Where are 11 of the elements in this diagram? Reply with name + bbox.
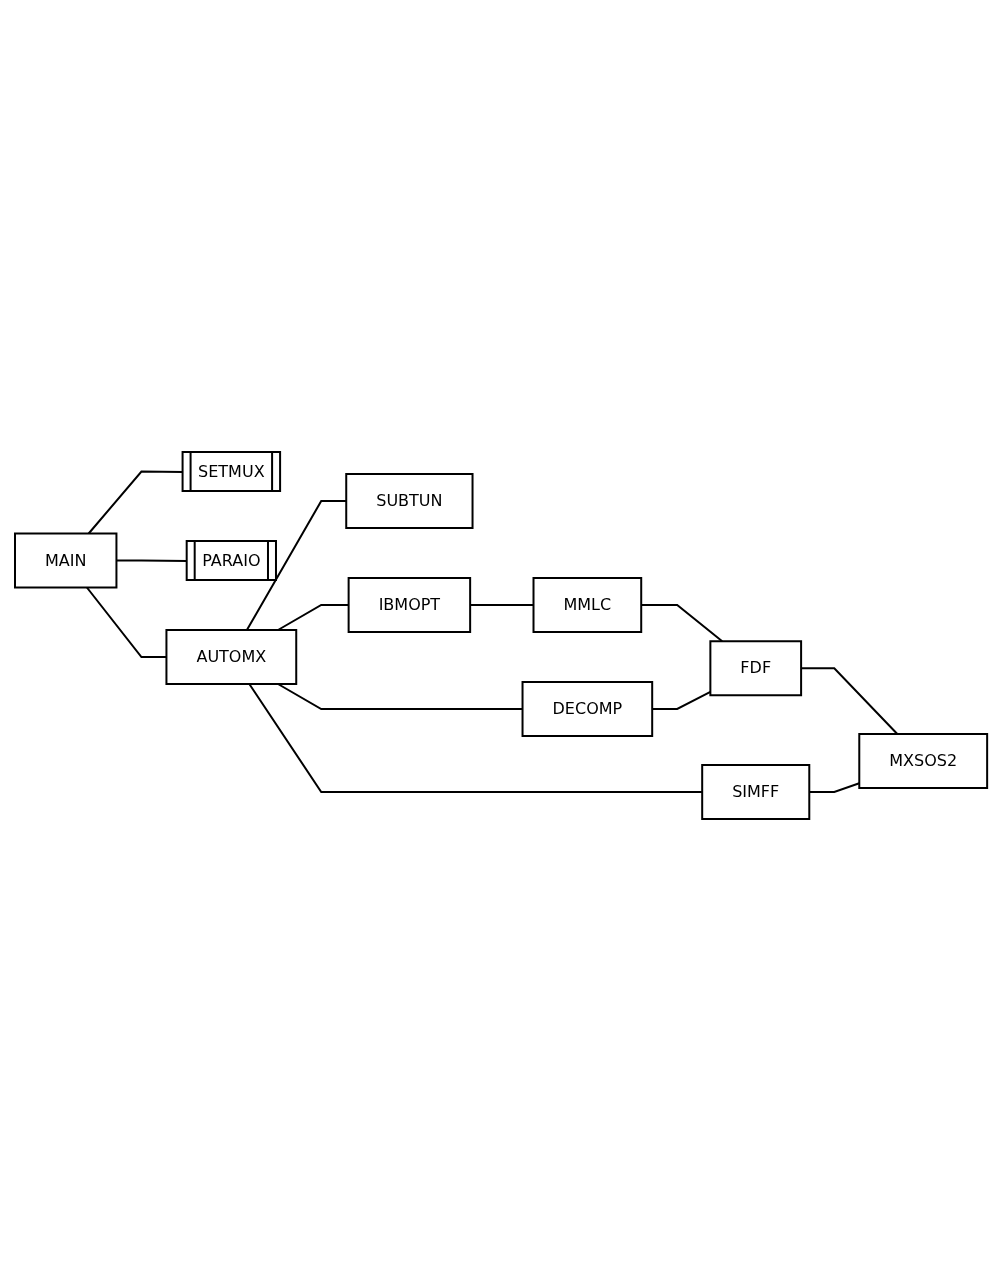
node-box: SIMFF — [701, 764, 811, 820]
node-box: FDF — [709, 640, 802, 697]
node-box: IBMOPT — [347, 577, 472, 633]
node-box: DECOMP — [521, 681, 654, 737]
connector — [245, 500, 348, 631]
node-box: AUTOMX — [165, 629, 298, 685]
node-box: MMLC — [532, 577, 643, 633]
connector — [87, 470, 184, 535]
node-box: MXSOS2 — [858, 733, 989, 789]
node-box: MAIN — [13, 532, 118, 589]
node-box: SUBTUN — [345, 473, 474, 529]
